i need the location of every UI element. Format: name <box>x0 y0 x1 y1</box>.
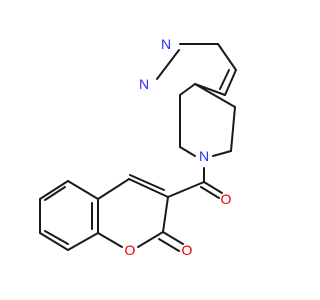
bond <box>97 178 130 200</box>
pyrazine-ring <box>179 83 236 157</box>
bond <box>224 69 237 96</box>
oxygen-atom-label: O <box>221 191 232 207</box>
oxygen-atom-label: O <box>182 242 193 258</box>
bond <box>162 196 169 233</box>
bond <box>179 83 196 96</box>
bond <box>212 150 232 157</box>
atom-labels: N N N O O O <box>125 36 232 258</box>
nitrogen-atom-label: N <box>139 76 149 92</box>
molecule-canvas: N N N O O O <box>39 36 237 258</box>
nitrogen-atom-label: N <box>161 36 171 52</box>
bond <box>219 69 230 90</box>
bond <box>179 146 196 157</box>
bond <box>158 238 180 252</box>
bond <box>200 186 220 199</box>
bond <box>156 49 180 80</box>
structure-diagram: N N N O O O <box>39 36 237 258</box>
bond <box>203 181 223 194</box>
bond <box>217 43 237 71</box>
bond <box>194 83 236 108</box>
bond <box>39 180 69 200</box>
bond <box>67 180 99 200</box>
bond <box>167 181 205 198</box>
bond <box>39 232 69 251</box>
bond <box>67 232 99 251</box>
bond <box>137 231 164 248</box>
coumarin-core <box>97 174 184 252</box>
nitrogen-atom-label: N <box>199 148 209 164</box>
benzo-ring <box>39 180 99 251</box>
bond <box>129 174 165 191</box>
bond <box>44 230 69 245</box>
bond <box>97 232 123 248</box>
carbonyl-linker <box>167 167 223 199</box>
bond <box>230 106 236 152</box>
oxygen-atom-label: O <box>125 242 136 258</box>
bond <box>44 186 66 201</box>
bond <box>162 231 184 245</box>
bond <box>128 178 169 198</box>
pyrazole-ring <box>156 43 237 96</box>
